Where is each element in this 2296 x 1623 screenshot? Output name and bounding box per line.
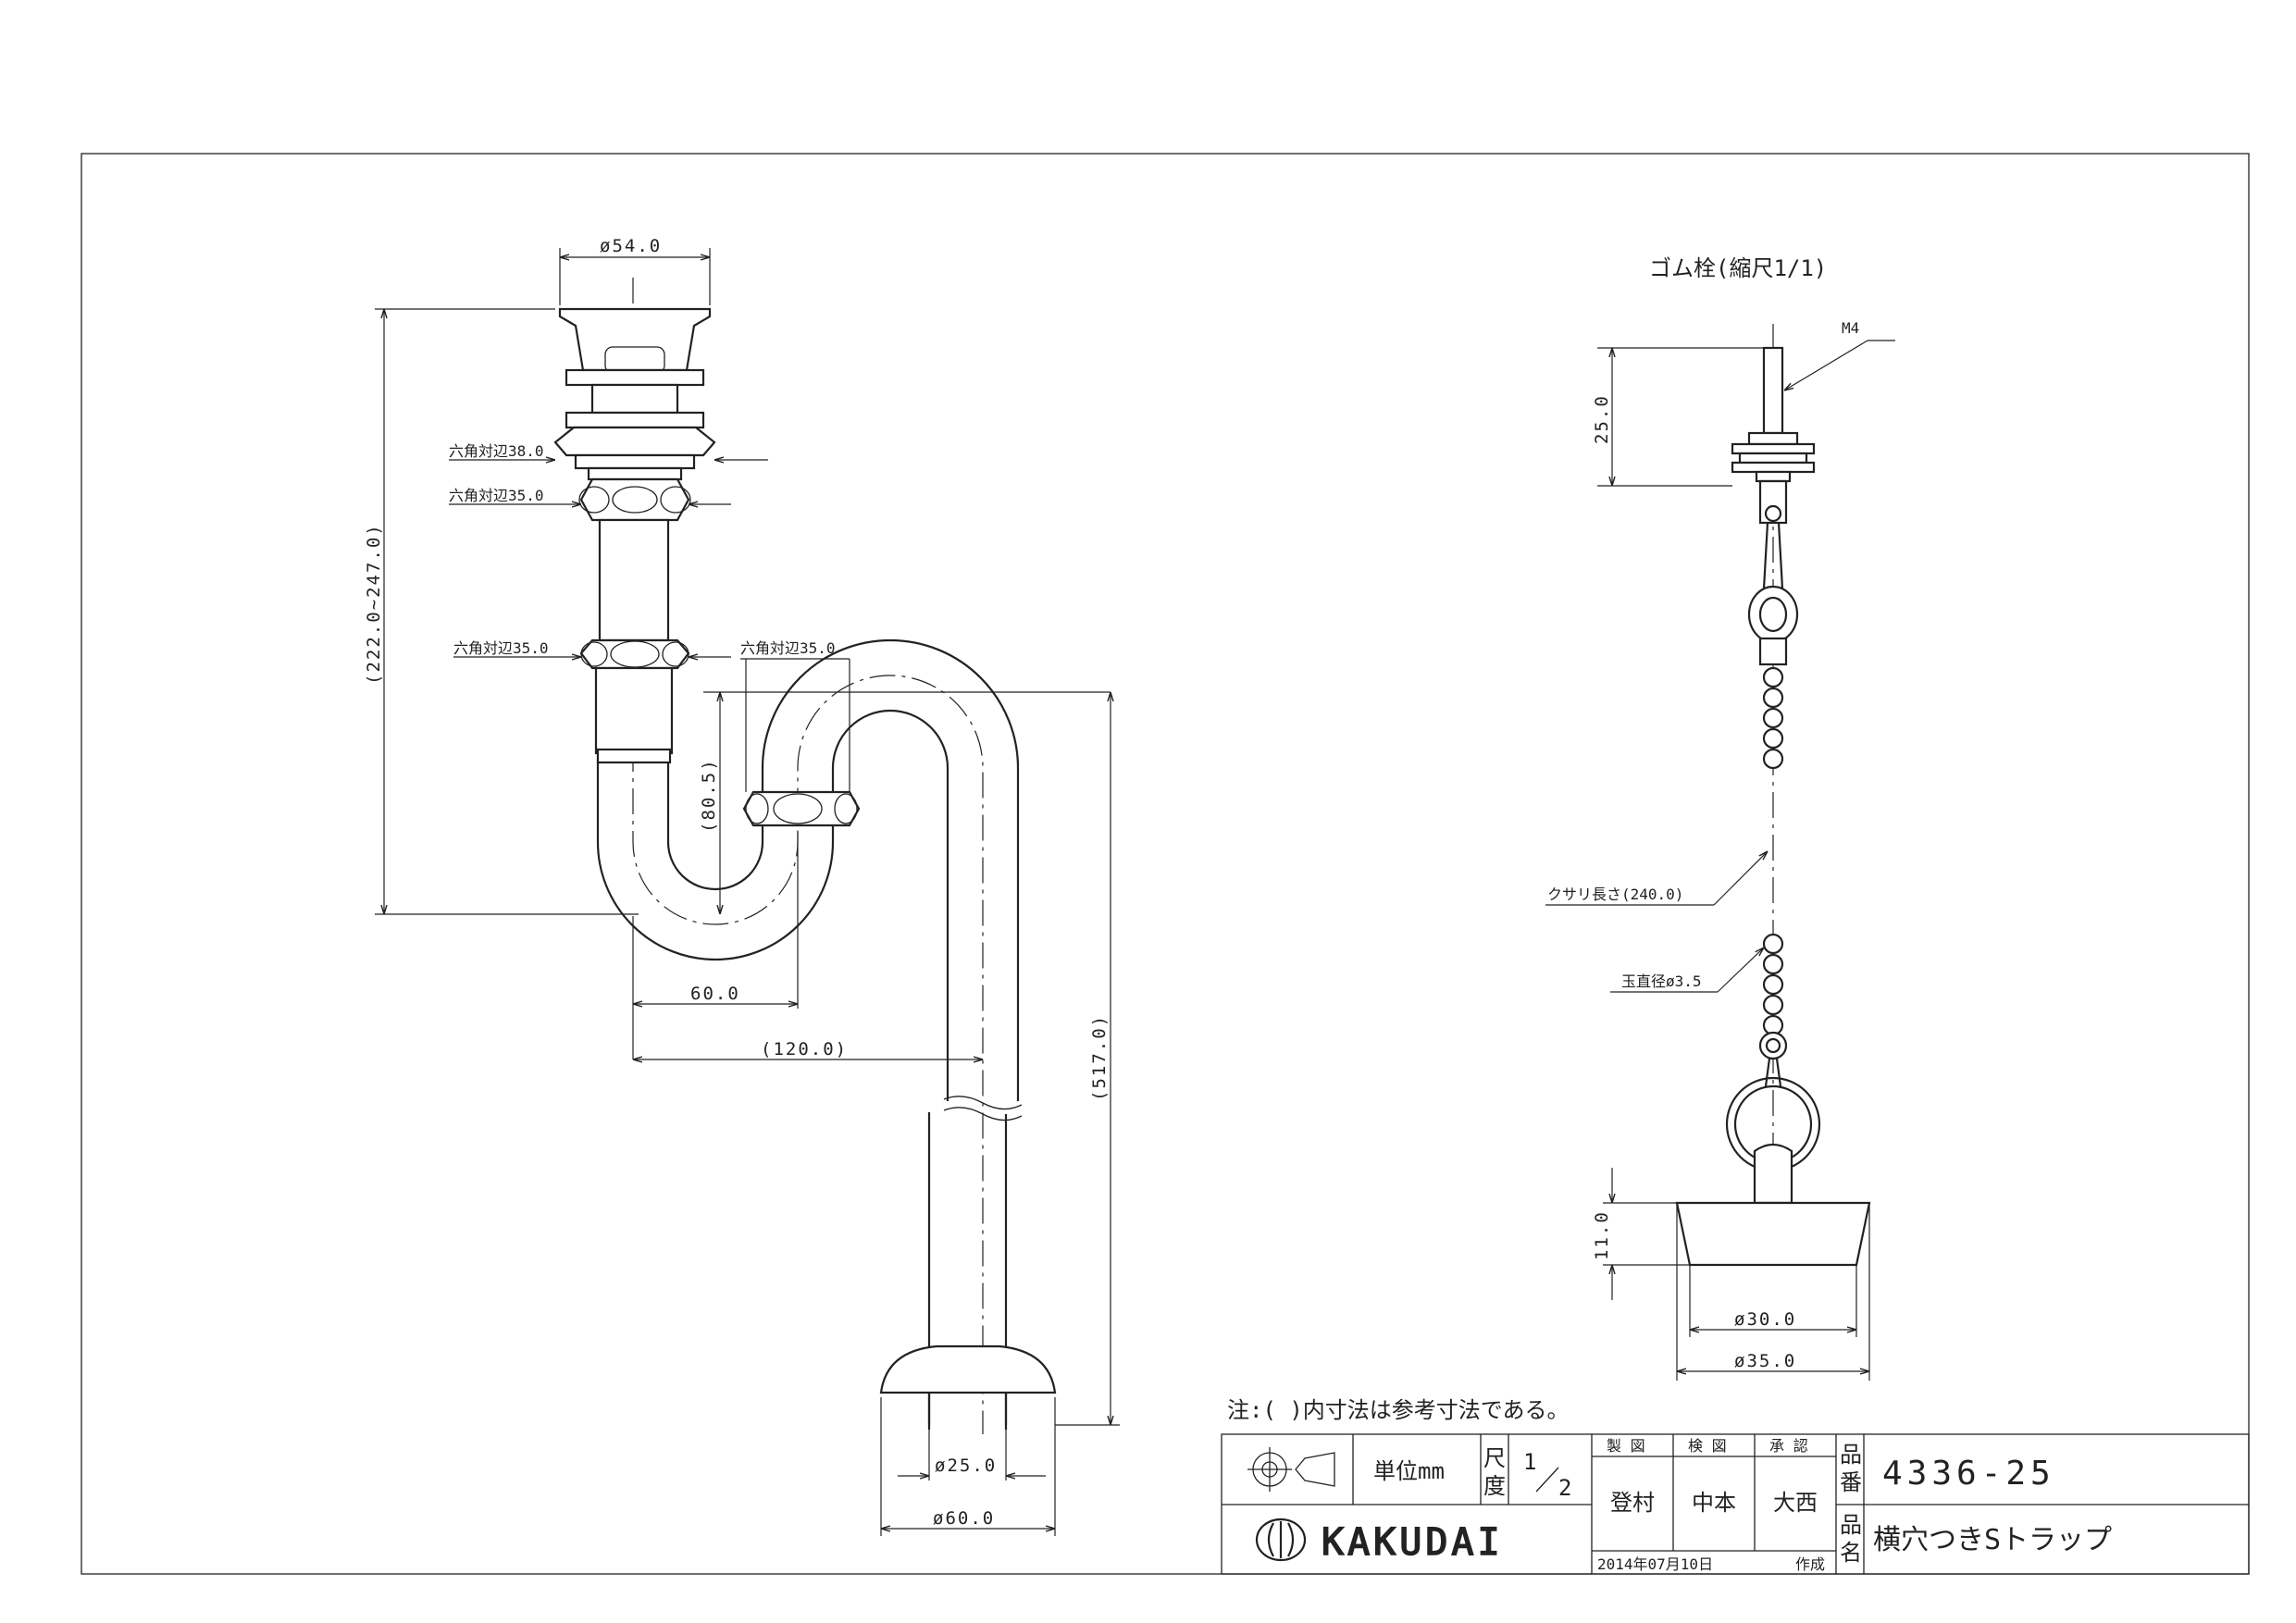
stem-length-label: 25.0 xyxy=(1592,394,1612,444)
nut-face xyxy=(773,793,823,824)
stem-eye xyxy=(1758,479,1788,525)
checked-label: 検 図 xyxy=(1688,1437,1727,1455)
top-diameter-label: ø54.0 xyxy=(600,236,662,256)
chain-length-label: クサリ長さ(240.0) xyxy=(1547,886,1683,903)
nut-face xyxy=(612,486,658,514)
side-inlet-nut xyxy=(742,790,861,827)
drawn-label: 製 図 xyxy=(1607,1437,1645,1455)
hex-nut-35-middle xyxy=(579,638,690,670)
scale-label-bottom: 度 xyxy=(1483,1473,1506,1499)
pipe-break-line xyxy=(943,1096,1023,1110)
s-trap-view: ø54.0 六角対辺38.0 六角対辺35.0 六角対辺35.0 六角対辺35.… xyxy=(364,236,1120,1536)
scale-label-top: 尺 xyxy=(1483,1445,1506,1471)
pipe-diameter-label: ø25.0 xyxy=(935,1456,997,1476)
title-block: 単位mm 尺 度 1 2 製 図 検 図 承 認 登村 中本 大西 品 番 43… xyxy=(1221,1433,2250,1575)
chain-connector xyxy=(1758,637,1788,666)
nut-face xyxy=(745,793,769,824)
hex-nut-35-upper xyxy=(579,477,690,522)
chain-bead xyxy=(1762,994,1784,1016)
plug-view-title: ゴム栓(縮尺1/1) xyxy=(1649,255,1827,281)
chain-bead xyxy=(1762,666,1784,688)
nut-face xyxy=(580,641,608,667)
unit-label: 単位mm xyxy=(1373,1458,1445,1484)
total-height-label: (517.0) xyxy=(1089,1014,1110,1101)
flange-diameter-label: ø60.0 xyxy=(933,1508,995,1529)
s-trap-pipe-inner xyxy=(666,638,1020,1101)
chain-bead xyxy=(1762,727,1784,750)
hex-38-label: 六角対辺38.0 xyxy=(449,442,544,460)
scale-numerator: 1 xyxy=(1523,1449,1536,1475)
slip-joint-tube xyxy=(594,666,674,755)
s-trap-centerline xyxy=(632,278,984,1434)
chain-bead xyxy=(1762,748,1784,770)
chain-bead xyxy=(1762,933,1784,955)
hex-35-upper-label: 六角対辺35.0 xyxy=(449,487,544,504)
trap-depth-label: (80.5) xyxy=(699,758,719,833)
part-name-label-bottom: 名 xyxy=(1840,1540,1862,1566)
third-angle-projection-icon xyxy=(1247,1447,1335,1492)
stem-collar xyxy=(1755,470,1792,483)
horizontal-length-label: (120.0) xyxy=(761,1039,848,1059)
stem-washer-lower xyxy=(1731,461,1816,474)
pipe-break-line xyxy=(943,1107,1023,1121)
height-range-label: (222.0~247.0) xyxy=(364,523,384,685)
part-number-label-top: 品 xyxy=(1840,1442,1862,1468)
washer xyxy=(587,466,683,481)
drawing-frame xyxy=(81,153,2250,1575)
lock-nut-upper xyxy=(565,368,705,387)
plug-top-diameter-label: ø35.0 xyxy=(1734,1351,1796,1371)
scale-denominator: 2 xyxy=(1558,1475,1571,1501)
stem-washer-mid xyxy=(1738,452,1808,465)
part-number-label-bottom: 番 xyxy=(1840,1469,1862,1495)
s-trap-pipe-outline xyxy=(596,709,949,1101)
lock-nut-body xyxy=(590,383,679,415)
part-name-label-top: 品 xyxy=(1840,1512,1862,1538)
nut-face xyxy=(578,486,610,514)
approved-by: 大西 xyxy=(1773,1490,1818,1516)
hex-35-middle-label: 六角対辺35.0 xyxy=(453,639,549,657)
logo-text: KAKUDAI xyxy=(1322,1521,1504,1564)
hex-nut-38-band xyxy=(574,453,696,470)
kakudai-logo: KAKUDAI xyxy=(1255,1518,1504,1565)
plug-bottom-diameter-label: ø30.0 xyxy=(1734,1309,1796,1330)
slip-joint-collar xyxy=(596,748,672,764)
ball-diameter-label: 玉直径ø3.5 xyxy=(1621,973,1702,990)
nut-face xyxy=(834,793,858,824)
created-label: 作成 xyxy=(1795,1555,1825,1573)
scale-slash xyxy=(1535,1467,1559,1493)
vertical-tube xyxy=(598,518,670,642)
rubber-plug-view: ゴム栓(縮尺1/1) xyxy=(1545,255,1895,1381)
thread-size-label: M4 xyxy=(1842,319,1859,337)
stem-washer-upper xyxy=(1731,442,1816,455)
plug-height-label: 11.0 xyxy=(1592,1210,1612,1260)
drawn-by: 登村 xyxy=(1610,1490,1655,1516)
rubber-plug-body xyxy=(1675,1201,1871,1267)
threaded-stem xyxy=(1762,346,1784,435)
drain-cap xyxy=(558,307,712,372)
chain-bead xyxy=(1762,973,1784,996)
hex-nut-38 xyxy=(553,426,716,457)
hex-35-side-label: 六角対辺35.0 xyxy=(740,639,836,657)
approved-label: 承 認 xyxy=(1769,1437,1808,1455)
creation-date: 2014年07月10日 xyxy=(1597,1555,1713,1573)
reference-note: 注:( )内寸法は参考寸法である。 xyxy=(1227,1397,1570,1423)
nut-face xyxy=(660,486,691,514)
checked-by: 中本 xyxy=(1692,1490,1736,1516)
chain-bead xyxy=(1762,953,1784,975)
stem-eye-hole xyxy=(1764,504,1782,523)
chain-bead xyxy=(1762,707,1784,729)
part-number: 4336-25 xyxy=(1882,1455,2055,1493)
lock-nut-lower xyxy=(565,411,705,429)
wall-flange xyxy=(879,1344,1057,1394)
chain-bead xyxy=(1762,687,1784,709)
offset-label: 60.0 xyxy=(690,984,740,1004)
plug-knob xyxy=(1753,1143,1793,1205)
part-name: 横穴つきSトラップ xyxy=(1873,1524,2112,1556)
stem-nut xyxy=(1747,431,1799,446)
